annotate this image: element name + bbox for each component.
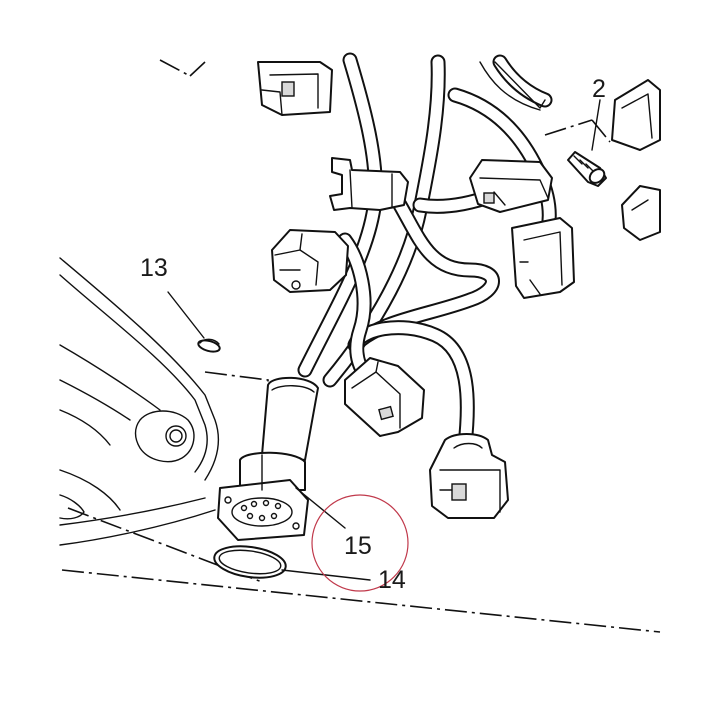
- connector-top-left: [257, 61, 333, 116]
- o-ring-part: [213, 545, 287, 579]
- leader-lines: [167, 99, 601, 581]
- callout-15: 15: [344, 532, 372, 560]
- callout-14: 14: [378, 566, 406, 594]
- callout-2: 2: [592, 75, 606, 103]
- clip-part: [197, 338, 221, 353]
- connector-left-plug: [271, 229, 349, 293]
- housing-casting: [59, 257, 220, 546]
- callout-labels: 2 13 14 15: [140, 75, 606, 594]
- highlight-circle: [311, 494, 409, 592]
- callout-13: 13: [140, 254, 168, 282]
- connector-right-vertical: [511, 217, 575, 299]
- connector-center: [344, 357, 425, 437]
- axis-lines: [61, 59, 661, 633]
- connector-far-right: [479, 61, 661, 241]
- connector-right-top: [469, 159, 553, 213]
- connector-lower-right: [429, 433, 509, 519]
- connector-upper-middle: [329, 157, 409, 211]
- screw-part: [567, 151, 607, 187]
- grommet-connector: [217, 376, 319, 541]
